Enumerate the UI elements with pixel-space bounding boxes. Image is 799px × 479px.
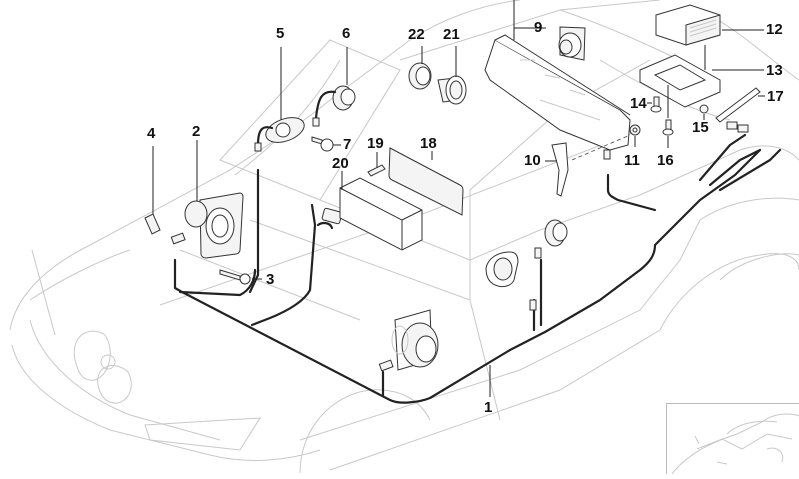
overview-car-icon [671, 413, 799, 475]
car-body-outline [9, 0, 799, 473]
connector [170, 121, 749, 372]
part-3-speaker-screw[interactable] [219, 269, 251, 285]
part-6-tweeter[interactable] [312, 85, 356, 127]
door-speaker-front-lower [391, 309, 439, 371]
callout-15[interactable]: 15 [692, 119, 709, 136]
callout-3[interactable]: 3 [266, 271, 275, 288]
callout-14[interactable]: 14 [630, 95, 647, 112]
callout-20[interactable]: 20 [332, 155, 349, 172]
door-speaker-rear [485, 219, 568, 288]
callout-17[interactable]: 17 [767, 88, 784, 105]
callout-22[interactable]: 22 [408, 26, 425, 43]
part-10-bracket[interactable] [551, 134, 631, 197]
part-2-door-speaker[interactable] [184, 192, 244, 259]
part-22-grommet[interactable] [408, 62, 432, 90]
callout-2[interactable]: 2 [192, 123, 201, 140]
part-4-clip-nut[interactable] [144, 213, 161, 235]
part-5-tweeter[interactable] [254, 113, 308, 152]
callout-12[interactable]: 12 [766, 21, 783, 38]
callout-19[interactable]: 19 [367, 135, 384, 152]
callout-6[interactable]: 6 [342, 25, 351, 42]
part-16-bolt[interactable] [662, 85, 674, 136]
part-18-cover-plate[interactable] [388, 147, 464, 216]
wiring-harness [173, 133, 782, 404]
leader-lines [152, 0, 765, 397]
part-17-strip[interactable] [715, 87, 761, 123]
part-11-nut[interactable] [629, 124, 641, 136]
callout-1[interactable]: 1 [484, 399, 493, 416]
callout-13[interactable]: 13 [766, 62, 783, 79]
callout-7[interactable]: 7 [343, 136, 352, 153]
part-15-nut[interactable] [699, 104, 709, 114]
callout-9[interactable]: 9 [534, 19, 543, 36]
callout-18[interactable]: 18 [420, 135, 437, 152]
callout-5[interactable]: 5 [276, 25, 285, 42]
part-20-mounting-frame[interactable] [339, 177, 423, 251]
part-12-amplifier[interactable] [655, 4, 721, 46]
callout-16[interactable]: 16 [657, 152, 674, 169]
callout-21[interactable]: 21 [443, 26, 460, 43]
part-7-fastener[interactable] [311, 136, 334, 152]
part-21-speaker-ring[interactable] [437, 75, 467, 105]
callout-11[interactable]: 11 [624, 152, 640, 169]
overview-thumbnail [666, 403, 799, 475]
part-9-rear-speaker[interactable] [484, 26, 631, 151]
part-13-amplifier-bracket[interactable] [639, 45, 721, 108]
callout-10[interactable]: 10 [524, 152, 541, 169]
callout-4[interactable]: 4 [147, 125, 156, 142]
part-14-bolt[interactable] [650, 96, 662, 113]
